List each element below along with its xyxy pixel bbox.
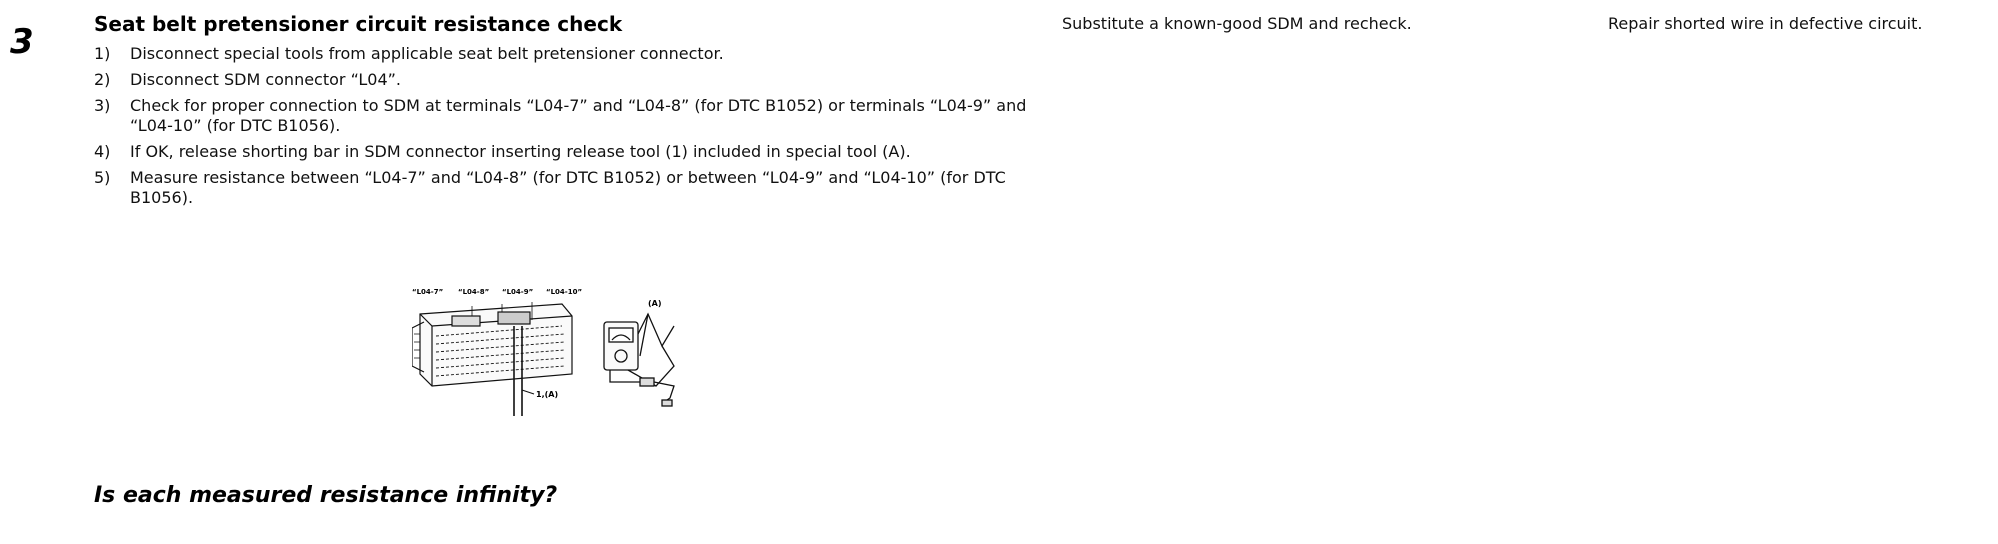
list-item-number: 2) (94, 70, 111, 89)
tool-label-1a: 1,(A) (536, 390, 558, 399)
list-item-text: Disconnect SDM connector “L04”. (130, 70, 402, 89)
list-item-number: 5) (94, 168, 111, 187)
check-question: Is each measured resistance infinity? (94, 483, 558, 508)
no-action-text: Repair shorted wire in defective circuit… (1608, 14, 1923, 33)
yes-action-text: Substitute a known-good SDM and recheck. (1062, 14, 1412, 33)
step-content: Seat belt pretensioner circuit resistanc… (94, 12, 1034, 214)
step-number: 3 (10, 22, 34, 62)
list-item-number: 3) (94, 96, 111, 115)
list-item-number: 4) (94, 142, 111, 161)
connector-meter-figure: “L04-7” “L04-8” “L04-9” “L04-10” 1,(A) (… (412, 288, 675, 416)
list-item: 4) If OK, release shorting bar in SDM co… (94, 142, 1034, 162)
list-item-text: If OK, release shorting bar in SDM conne… (130, 142, 911, 161)
terminal-label-l04-9: “L04-9” (502, 288, 533, 296)
list-item: 3) Check for proper connection to SDM at… (94, 96, 1034, 136)
terminal-label-l04-8: “L04-8” (458, 288, 489, 296)
list-item-text: Measure resistance between “L04-7” and “… (130, 168, 1006, 207)
instruction-list: 1) Disconnect special tools from applica… (94, 44, 1034, 208)
list-item-text: Check for proper connection to SDM at te… (130, 96, 1027, 135)
list-item-text: Disconnect special tools from applicable… (130, 44, 724, 63)
sdm-connector (412, 302, 573, 387)
release-tool-icon (513, 326, 535, 416)
terminal-label-l04-7: “L04-7” (412, 288, 443, 296)
terminal-label-l04-10: “L04-10” (546, 288, 582, 296)
multimeter-icon (603, 312, 675, 407)
list-item: 2) Disconnect SDM connector “L04”. (94, 70, 1034, 90)
list-item: 5) Measure resistance between “L04-7” an… (94, 168, 1034, 208)
tool-label-a: (A) (648, 299, 662, 308)
step-title: Seat belt pretensioner circuit resistanc… (94, 12, 623, 36)
list-item-number: 1) (94, 44, 111, 63)
list-item: 1) Disconnect special tools from applica… (94, 44, 1034, 64)
